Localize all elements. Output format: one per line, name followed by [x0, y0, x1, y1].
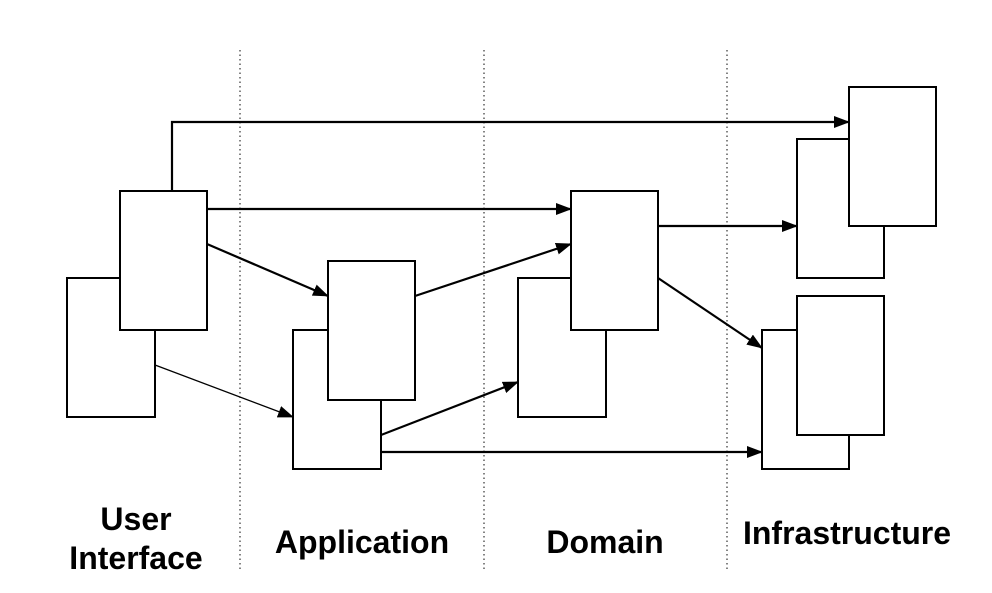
layer-label-domain: Domain	[546, 524, 663, 560]
arrow-domain-to-infrastructure-bottom	[657, 277, 763, 349]
layer-label-user-interface-line1: User	[100, 501, 171, 537]
layer-label-application: Application	[275, 524, 449, 560]
ui-component-front	[119, 190, 208, 331]
arrow-ui-to-application	[206, 242, 329, 298]
arrow-application-to-domain	[414, 242, 572, 298]
infra-top-component-front	[848, 86, 937, 227]
layer-label-infrastructure: Infrastructure	[743, 515, 951, 551]
arrow-ui-back-to-application	[154, 364, 294, 418]
app-component-front	[327, 260, 416, 401]
infra-bottom-component-front	[796, 295, 885, 436]
arrow-application-to-domain-back	[380, 380, 519, 437]
layer-label-user-interface-line2: Interface	[69, 540, 202, 576]
arrow-ui-to-infrastructure	[170, 116, 850, 191]
domain-component-front	[570, 190, 659, 331]
